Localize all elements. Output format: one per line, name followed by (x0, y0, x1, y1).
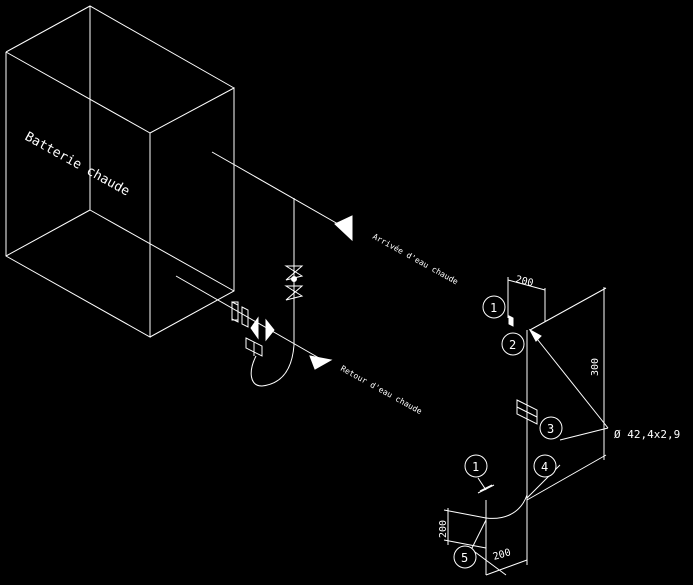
detail-bottom-fitting-2 (479, 484, 493, 492)
battery-right-face (149, 87, 235, 338)
return-flow-arrow (309, 355, 333, 370)
callout-1-bottom-circle (464, 454, 488, 478)
callout-1-top-text: 1 (490, 301, 497, 315)
battery-front-face (5, 51, 151, 338)
return-label: Retour d'eau chaude (339, 364, 424, 416)
callout-5: 5 (453, 545, 477, 569)
pipe-diameter-label: Ø 42,4x2,9 (614, 428, 680, 441)
supply-flow-arrow (334, 215, 353, 242)
leader-diameter-top (529, 329, 609, 429)
callout-5-text: 5 (461, 551, 468, 565)
detail-bottom-curve (485, 494, 528, 519)
callout-4-text: 4 (541, 460, 548, 474)
dim-height-ext-bottom (526, 454, 607, 501)
callout-2-text: 2 (509, 338, 516, 352)
dim-bottom-height-ext-top (443, 509, 487, 519)
leader-arrowhead (528, 328, 542, 342)
dim-top-line (507, 279, 546, 291)
battery-top-face (5, 5, 235, 89)
bypass-valve-assembly (231, 198, 304, 387)
callout-1-bottom: 1 (464, 454, 488, 478)
dim-height: 300 (590, 358, 601, 376)
leader-callout-1-bottom (477, 477, 487, 491)
flange-left-2 (241, 306, 249, 328)
callout-3-text: 3 (547, 422, 554, 436)
flange-left (231, 301, 239, 323)
three-way-valve-right (265, 318, 275, 342)
supply-label: Arrivée d'eau chaude (371, 231, 460, 287)
dim-bottom-width: 200 (492, 547, 512, 563)
callout-5-circle (453, 545, 477, 569)
dim-top-width: 200 (514, 274, 534, 289)
detail-valve (516, 399, 538, 425)
callout-2-circle (501, 332, 525, 356)
valve-lower-body (284, 285, 304, 301)
return-pipe-line (175, 275, 327, 363)
three-way-valve-left (250, 316, 259, 340)
dim-height-ext-top (529, 287, 607, 331)
bypass-loop (250, 344, 295, 387)
battery-box (5, 5, 235, 338)
detail-valve-divider (516, 406, 538, 418)
leader-callout-5 (469, 519, 487, 553)
leader-callout-5b (474, 551, 507, 576)
dim-bottom-line (485, 559, 528, 576)
callout-3-circle (539, 416, 563, 440)
callout-2: 2 (501, 332, 525, 356)
battery-hidden-bottom-right-edge (89, 209, 235, 292)
dim-bottom-height: 200 (438, 520, 449, 538)
valve-actuator (245, 337, 263, 357)
callout-1-top: 1 (482, 295, 506, 319)
detail-bottom-fitting (477, 484, 495, 494)
leader-callout-3 (559, 427, 609, 441)
valve-stem (291, 276, 297, 282)
supply-pipe-line (211, 151, 353, 233)
battery-label: Batterie chaude (22, 129, 132, 199)
callout-3: 3 (539, 416, 563, 440)
battery-hidden-bottom-left-edge (5, 209, 91, 257)
callout-4-circle (533, 454, 557, 478)
supply-pipe (211, 151, 353, 242)
return-pipe (175, 275, 333, 370)
callout-1-top-circle (482, 295, 506, 319)
dim-bottom-height-ext-bottom (443, 539, 487, 549)
detail-top-fitting (508, 315, 514, 327)
callout-4: 4 (533, 454, 557, 478)
valve-upper-body (284, 265, 304, 281)
callout-1-bottom-text: 1 (472, 460, 479, 474)
detail-view: 200 300 Ø 42,4x2,9 200 200 (438, 274, 680, 576)
